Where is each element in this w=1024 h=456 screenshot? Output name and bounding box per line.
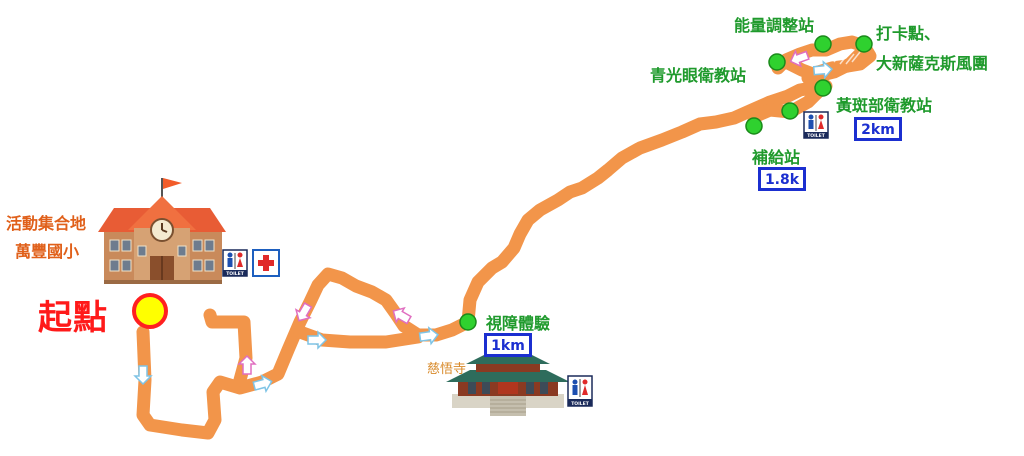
- distance-marker-2km: 2km: [854, 117, 902, 141]
- temple-label: 慈悟寺: [427, 362, 467, 377]
- checkpoints: [459, 35, 873, 331]
- direction-arrow: [789, 49, 810, 68]
- first-aid-icon: [252, 249, 280, 277]
- route-hatch: [833, 51, 861, 65]
- toilet-icon: TOILET: [803, 111, 829, 139]
- toilet-icon-text: TOILET: [571, 401, 590, 407]
- direction-arrow: [392, 306, 412, 325]
- toilet-icon-text: TOILET: [226, 271, 245, 277]
- checkpoint-glaucoma: [768, 53, 786, 71]
- station-checkin-label-line2: 大新薩克斯風團: [876, 54, 989, 73]
- distance-marker-1-8km: 1.8k: [758, 167, 806, 191]
- toilet-icon: TOILET: [222, 249, 248, 277]
- station-blind-label: 視障體驗: [486, 314, 551, 333]
- direction-arrow: [812, 60, 834, 80]
- checkpoint-macula: [781, 102, 799, 120]
- station-supply-label: 補給站: [752, 148, 801, 167]
- station-checkin-label-line1: 打卡點、: [876, 24, 941, 43]
- start-marker: [132, 293, 168, 329]
- school-building: [98, 178, 226, 284]
- checkpoint-energy: [814, 35, 832, 53]
- toilet-icon-text: TOILET: [807, 133, 826, 139]
- start-label: 起點: [38, 298, 108, 338]
- direction-arrow: [294, 302, 313, 322]
- assembly-label-line1: 活動集合地: [6, 214, 87, 233]
- checkpoint-checkin: [855, 35, 873, 53]
- direction-arrow: [252, 374, 273, 394]
- station-glaucoma-label: 青光眼衛教站: [650, 66, 747, 85]
- checkpoint-blind-experience: [459, 313, 477, 331]
- direction-arrow: [418, 326, 439, 346]
- direction-arrow: [133, 365, 153, 386]
- distance-marker-1km: 1km: [484, 333, 532, 357]
- station-energy-label: 能量調整站: [734, 16, 815, 35]
- direction-arrow: [307, 330, 328, 350]
- checkpoint-supply: [745, 117, 763, 135]
- direction-arrow: [237, 354, 257, 375]
- assembly-label-line2: 萬豐國小: [15, 242, 80, 261]
- station-macula-label: 黃斑部衛教站: [836, 96, 933, 115]
- checkpoint-macula-2: [814, 79, 832, 97]
- toilet-icon: TOILET: [567, 375, 593, 407]
